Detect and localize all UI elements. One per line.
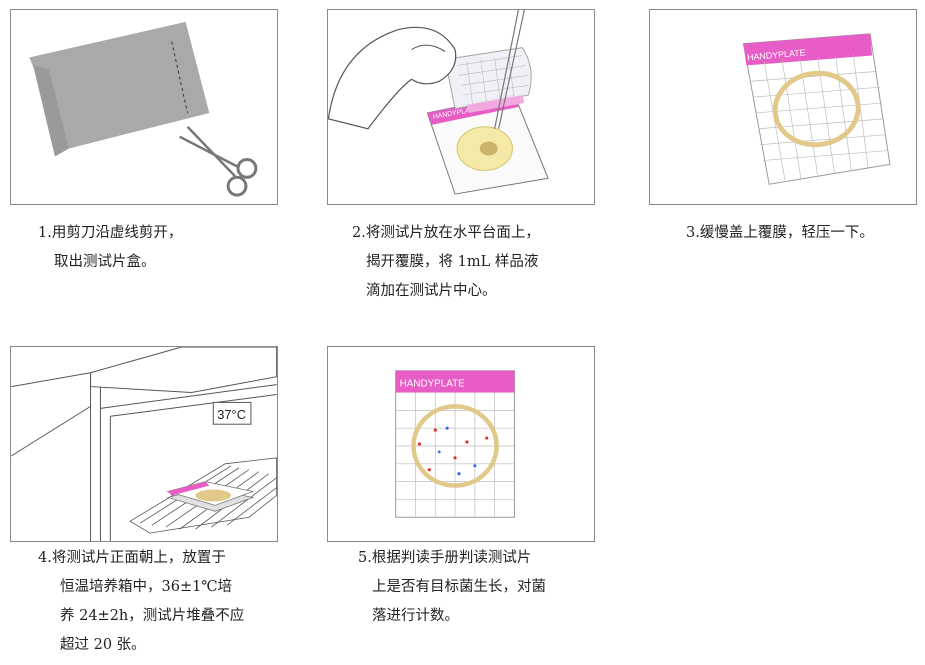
caption-line: 5.根据判读手册判读测试片 (358, 550, 532, 566)
caption-line: 1.用剪刀沿虚线剪开， (38, 225, 183, 241)
colony-dots (417, 426, 489, 476)
caption-line: 2.将测试片放在水平台面上， (352, 225, 540, 241)
caption-line: 3.缓慢盖上覆膜，轻压一下。 (686, 225, 874, 241)
scissors-icon (179, 125, 258, 197)
pipette (494, 10, 525, 129)
package-pouch (29, 21, 210, 157)
step-5-caption: 5.根据判读手册判读测试片 上是否有目标菌生长，对菌 落进行计数。 (358, 544, 546, 631)
plate-stack (166, 481, 255, 512)
incubator (11, 347, 277, 541)
caption-line: 上是否有目标菌生长，对菌 (372, 579, 546, 595)
step-3-caption: 3.缓慢盖上覆膜，轻压一下。 (686, 219, 874, 248)
step-1-caption: 1.用剪刀沿虚线剪开， 取出测试片盒。 (38, 219, 182, 277)
step-4-caption: 4.将测试片正面朝上，放置于 恒温培养箱中，36±1℃培 养 24±2h，测试片… (38, 544, 244, 660)
temperature-display: 37°C (212, 401, 252, 425)
step-5-illustration: HANDYPLATE (327, 346, 595, 542)
hand (328, 26, 457, 130)
caption-line: 落进行计数。 (372, 608, 459, 624)
plate-brand-label: HANDYPLATE (400, 379, 466, 390)
step-1-illustration (10, 9, 278, 205)
temperature-label: 37°C (217, 407, 246, 422)
caption-line: 养 24±2h，测试片堆叠不应 (60, 608, 245, 624)
step-2-caption: 2.将测试片放在水平台面上， 揭开覆膜，将 1mL 样品液 滴加在测试片中心。 (352, 219, 540, 306)
caption-line: 滴加在测试片中心。 (366, 283, 497, 299)
step-2-illustration: HANDYPLATE (327, 9, 595, 205)
caption-line: 4.将测试片正面朝上，放置于 (38, 550, 226, 566)
peeled-film (444, 47, 532, 113)
step-3-illustration: HANDYPLATE (649, 9, 917, 205)
step-4-illustration: 37°C (10, 346, 278, 542)
caption-line: 揭开覆膜，将 1mL 样品液 (366, 254, 539, 270)
test-plate-result: HANDYPLATE (395, 370, 515, 518)
test-plate: HANDYPLATE (426, 94, 549, 195)
caption-line: 恒温培养箱中，36±1℃培 (60, 579, 233, 595)
test-plate-covered: HANDYPLATE (742, 33, 891, 185)
caption-line: 超过 20 张。 (60, 637, 146, 653)
caption-line: 取出测试片盒。 (54, 254, 156, 270)
